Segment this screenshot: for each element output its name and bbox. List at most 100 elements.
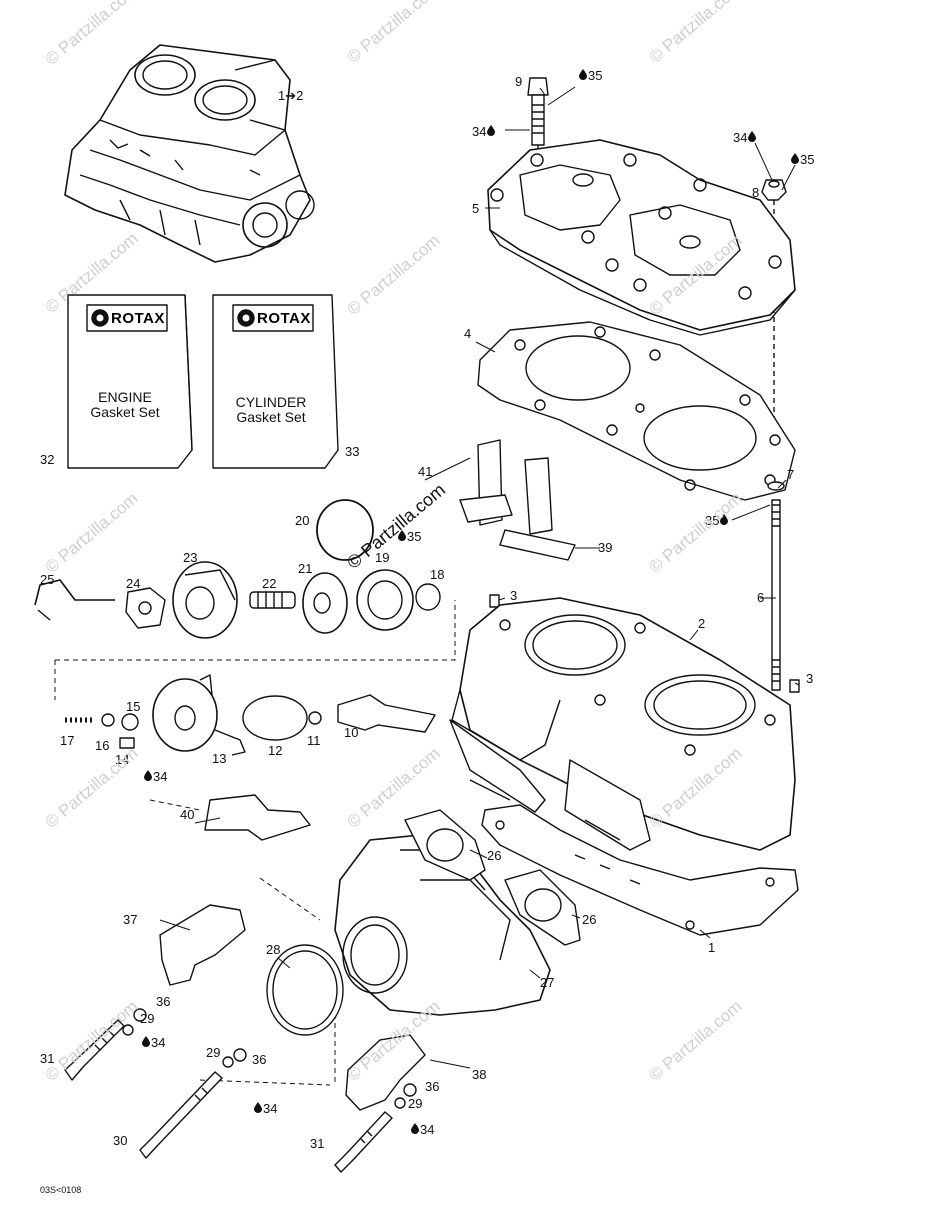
bolt-9 — [527, 77, 549, 160]
callout-30: 30 — [113, 1133, 128, 1148]
callout-3-a: 3 — [510, 588, 518, 603]
callout-34-c: 34 — [143, 770, 167, 783]
callout-27: 27 — [540, 975, 555, 990]
cylinder-gasket-kit-bag — [212, 294, 339, 469]
callout-2: 2 — [698, 616, 706, 631]
callout-34-b-text: 34 — [733, 130, 748, 145]
cylinder-kit-line2: Gasket Set — [236, 409, 306, 426]
engine-block-assembly — [64, 44, 315, 263]
callout-1: 1 — [708, 940, 716, 955]
callout-39: 39 — [598, 540, 613, 555]
callout-33: 33 — [345, 444, 360, 459]
intake-gasket-40 — [204, 794, 311, 841]
engine-kit-brand: ROTAX — [111, 310, 165, 327]
callout-35-b: 35 — [790, 153, 814, 166]
callout-16: 16 — [95, 738, 110, 753]
callout-4: 4 — [464, 326, 472, 341]
callout-29-a: 29 — [140, 1011, 155, 1026]
sealant-drop-icon — [142, 1036, 150, 1049]
callout-34-e-text: 34 — [263, 1101, 278, 1116]
crankcase-base-1 — [481, 804, 799, 936]
callout-22: 22 — [262, 576, 277, 591]
callout-36-c: 36 — [425, 1079, 440, 1094]
sealant-drop-icon — [579, 69, 587, 82]
oil-pump-parts — [65, 674, 436, 756]
callout-leaders — [159, 86, 800, 1069]
callout-41: 41 — [418, 464, 433, 479]
callout-35-b-text: 35 — [800, 152, 815, 167]
reed-valve-41-39 — [459, 439, 576, 561]
doc-code: 03S<0108 — [40, 1185, 82, 1195]
callout-13: 13 — [212, 751, 227, 766]
sealant-drop-icon — [144, 770, 152, 783]
callout-19: 19 — [375, 550, 390, 565]
cylinder-kit-title: CYLINDER Gasket Set — [216, 394, 326, 426]
callout-1-to-2: 1➔2 — [278, 88, 304, 103]
callout-34-c-text: 34 — [153, 769, 168, 784]
callout-34-f: 34 — [410, 1123, 434, 1136]
engine-kit-line2: Gasket Set — [90, 404, 160, 421]
callout-25: 25 — [40, 572, 55, 587]
callout-34-a: 34 — [472, 125, 496, 138]
dowel-pins-3 — [489, 594, 800, 693]
brackets-37-38 — [159, 904, 426, 1111]
callout-17: 17 — [60, 733, 75, 748]
engine-kit-line1: ENGINE — [98, 389, 152, 405]
rotary-valve-parts — [34, 499, 441, 639]
callout-34-e: 34 — [253, 1102, 277, 1115]
callout-35-d: 35 — [397, 530, 421, 543]
callout-18: 18 — [430, 567, 445, 582]
callout-34-d-text: 34 — [151, 1035, 166, 1050]
callout-6: 6 — [757, 590, 765, 605]
callout-11: 11 — [307, 733, 321, 748]
callout-8: 8 — [752, 185, 760, 200]
callout-26-a: 26 — [487, 848, 502, 863]
callout-14: 14 — [115, 752, 130, 767]
callout-23: 23 — [183, 550, 198, 565]
sealant-drop-icon — [720, 514, 729, 527]
callout-28: 28 — [266, 942, 281, 957]
callout-35-a-text: 35 — [588, 68, 603, 83]
sealant-drop-icon — [791, 153, 799, 166]
callout-21: 21 — [298, 561, 313, 576]
callout-35-c: 35 — [705, 514, 729, 527]
callout-36-a: 36 — [156, 994, 171, 1009]
sealant-drop-icon — [398, 530, 406, 543]
sealant-drop-icon — [487, 125, 496, 138]
sealant-drop-icon — [254, 1102, 262, 1115]
callout-3-b: 3 — [806, 671, 814, 686]
manifold-gaskets-26 — [404, 809, 581, 946]
stud-6 — [767, 481, 785, 691]
cylinder-kit-brand: ROTAX — [257, 310, 311, 327]
callout-5: 5 — [472, 201, 480, 216]
bolts-30-31-washers — [64, 1008, 417, 1173]
callout-35-c-text: 35 — [705, 513, 720, 528]
callout-34-d: 34 — [141, 1036, 165, 1049]
callout-36-b: 36 — [252, 1052, 267, 1067]
callout-35-d-text: 35 — [407, 529, 422, 544]
cylinder-2 — [449, 597, 796, 851]
head-gasket-4 — [477, 321, 796, 501]
sealant-drop-icon — [748, 131, 757, 144]
callout-29-b: 29 — [206, 1045, 221, 1060]
callout-31-b: 31 — [310, 1136, 325, 1151]
callout-31-a: 31 — [40, 1051, 55, 1066]
callout-24: 24 — [126, 576, 141, 591]
callout-20: 20 — [295, 513, 310, 528]
callout-7: 7 — [787, 467, 795, 482]
cylinder-kit-line1: CYLINDER — [235, 394, 307, 410]
gasket-28 — [266, 944, 344, 1036]
sealant-drop-icon — [411, 1123, 419, 1136]
callout-34-b: 34 — [733, 131, 757, 144]
callout-38: 38 — [472, 1067, 487, 1082]
callout-9: 9 — [515, 74, 523, 89]
callout-34-a-text: 34 — [472, 124, 487, 139]
callout-10: 10 — [344, 725, 359, 740]
callout-26-b: 26 — [582, 912, 597, 927]
callout-29-c: 29 — [408, 1096, 423, 1111]
cylinder-head-5 — [487, 139, 796, 336]
callout-35-a: 35 — [578, 69, 602, 82]
callout-15: 15 — [126, 699, 141, 714]
